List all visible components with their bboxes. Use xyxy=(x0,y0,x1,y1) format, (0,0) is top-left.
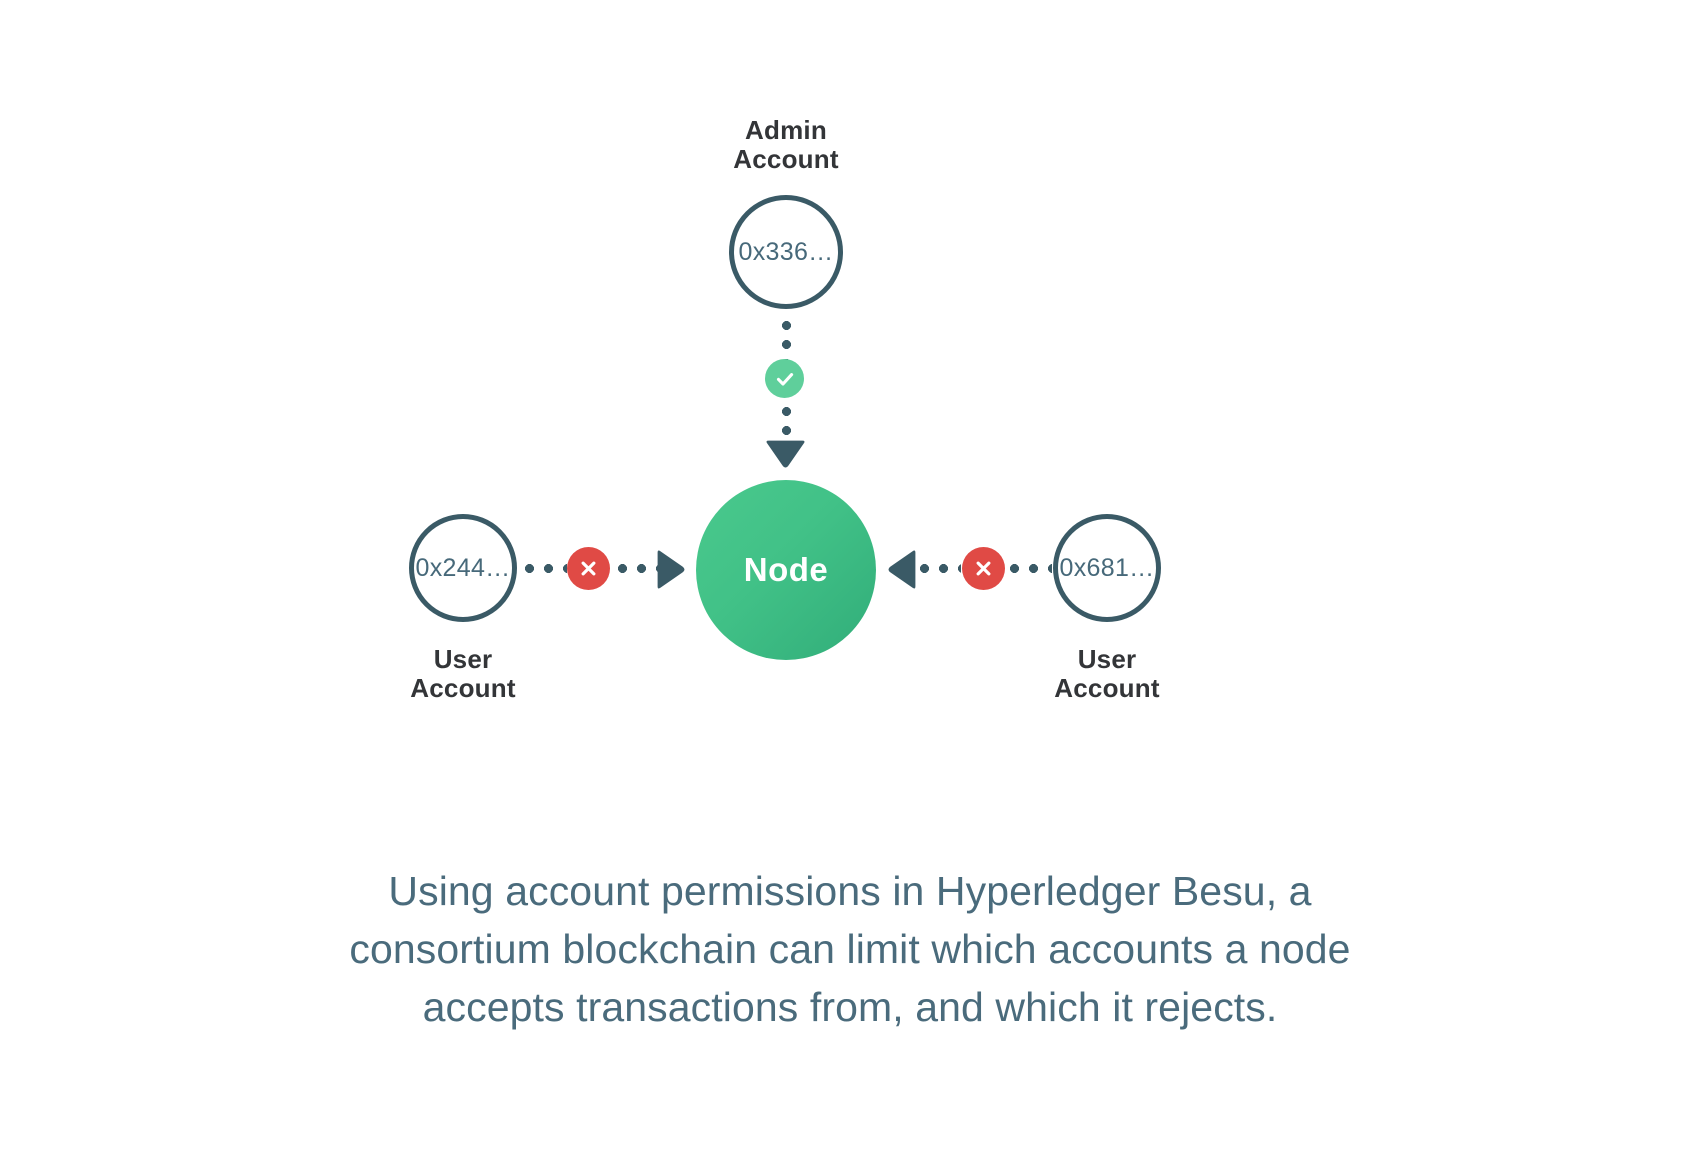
node-circle[interactable]: Node xyxy=(696,480,876,660)
caption-line-1: Using account permissions in Hyperledger… xyxy=(388,868,1312,914)
arrowhead-right-icon xyxy=(657,548,687,596)
caption-line-2: consortium blockchain can limit which ac… xyxy=(349,926,1351,973)
check-icon xyxy=(765,359,804,398)
user-account-right-address: 0x681… xyxy=(1059,553,1155,582)
caption: Using account permissions in Hyperledger… xyxy=(0,862,1700,1037)
user-account-left-circle[interactable]: 0x244… xyxy=(409,514,517,622)
x-icon-right xyxy=(962,547,1005,590)
user-left-connector-outer xyxy=(613,564,659,573)
arrowhead-down-icon xyxy=(764,440,807,475)
admin-account-label: Admin Account xyxy=(733,115,839,175)
admin-connector-upper xyxy=(782,316,791,360)
x-icon-left xyxy=(567,547,610,590)
admin-connector-lower xyxy=(782,402,791,444)
user-account-right-circle[interactable]: 0x681… xyxy=(1053,514,1161,622)
user-account-left-address: 0x244… xyxy=(415,553,511,582)
user-left-connector-inner xyxy=(520,564,567,573)
user-account-left-label: User Account xyxy=(410,644,516,704)
user-right-connector-outer xyxy=(915,564,961,573)
user-account-right-label: User Account xyxy=(1054,644,1160,704)
user-right-connector-inner xyxy=(1005,564,1052,573)
admin-account-address: 0x336… xyxy=(738,237,834,266)
admin-account-circle[interactable]: 0x336… xyxy=(729,195,843,309)
arrowhead-left-icon xyxy=(886,548,916,596)
caption-line-3: accepts transactions from, and which it … xyxy=(422,984,1278,1031)
node-label: Node xyxy=(743,551,829,588)
